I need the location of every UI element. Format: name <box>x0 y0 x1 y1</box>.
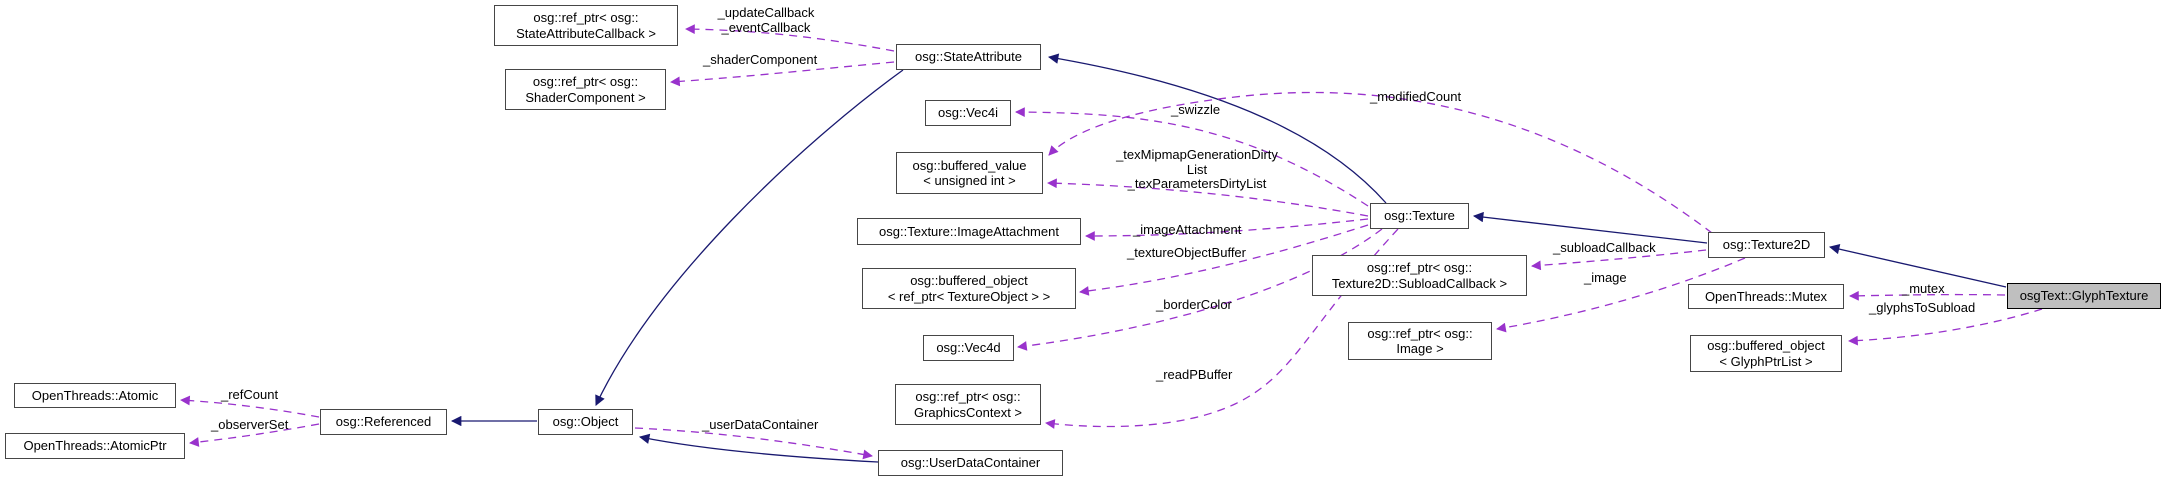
node-stateattribute[interactable]: osg::StateAttribute <box>896 44 1041 70</box>
edge-label-glyphstosubload: _glyphsToSubload <box>1869 300 1976 315</box>
node-buffered-value-uint[interactable]: osg::buffered_value < unsigned int > <box>896 152 1043 194</box>
edge-label-observerset: _observerSet <box>211 417 289 432</box>
node-openthreads-atomic[interactable]: OpenThreads::Atomic <box>14 383 176 408</box>
edge-stateattribute-shadercomponent <box>670 61 895 87</box>
node-buffered-object-glyphptrlist[interactable]: osg::buffered_object < GlyphPtrList > <box>1690 335 1842 372</box>
edge-label-textureobjectbuffer: _textureObjectBuffer <box>1127 245 1246 260</box>
edge-label-swizzle: _swizzle <box>1171 102 1221 117</box>
edge-label-dirtylists: _texMipmapGenerationDirty List _texParam… <box>1116 147 1278 191</box>
edge-label-userdatacontainer: _userDataContainer <box>702 417 819 432</box>
edge-glyphtexture-glyphstosubload <box>1848 308 2043 346</box>
node-ref-ptr-stateattributecallback[interactable]: osg::ref_ptr< osg:: StateAttributeCallba… <box>494 5 678 46</box>
node-openthreads-mutex[interactable]: OpenThreads::Mutex <box>1688 284 1844 309</box>
edge-label-shadercomponent: _shaderComponent <box>703 52 818 67</box>
node-glyphtexture-highlighted[interactable]: osgText::GlyphTexture <box>2007 283 2161 309</box>
edge-texture-swizzle <box>1015 107 1369 207</box>
node-object[interactable]: osg::Object <box>538 409 633 435</box>
node-buffered-object-textureobject[interactable]: osg::buffered_object < ref_ptr< TextureO… <box>862 268 1076 309</box>
edge-texture2d-image <box>1496 257 1746 333</box>
node-vec4d[interactable]: osg::Vec4d <box>923 335 1014 361</box>
edge-texture-bordercolor <box>1017 228 1383 351</box>
edge-label-image: _image <box>1584 270 1627 285</box>
edge-label-bordercolor: _borderColor <box>1156 297 1232 312</box>
node-texture-imageattachment[interactable]: osg::Texture::ImageAttachment <box>857 218 1081 245</box>
edge-glyphtexture-mutex <box>1849 290 2006 301</box>
node-ref-ptr-image[interactable]: osg::ref_ptr< osg:: Image > <box>1348 322 1492 360</box>
node-vec4i[interactable]: osg::Vec4i <box>925 100 1011 126</box>
edge-label-modifiedcount: _modifiedCount <box>1370 89 1462 104</box>
edge-object-userdatacontainer <box>634 427 873 460</box>
edge-label-readpbuffer: _readPBuffer <box>1156 367 1233 382</box>
node-userdatacontainer[interactable]: osg::UserDataContainer <box>878 450 1063 476</box>
edge-glyphtexture-to-texture2d <box>1828 244 2007 288</box>
edge-texture-dirtylists <box>1047 178 1369 217</box>
node-ref-ptr-subloadcallback[interactable]: osg::ref_ptr< osg:: Texture2D::SubloadCa… <box>1312 255 1527 296</box>
edge-texture-textureobjectbuffer <box>1079 224 1369 296</box>
edge-referenced-refcount <box>180 395 320 418</box>
node-ref-ptr-graphicscontext[interactable]: osg::ref_ptr< osg:: GraphicsContext > <box>895 384 1041 425</box>
edge-stateattribute-updatecallback <box>685 24 895 52</box>
node-texture2d[interactable]: osg::Texture2D <box>1708 232 1825 258</box>
edge-userdatacontainer-to-object <box>638 433 879 463</box>
edge-texture2d-to-texture <box>1472 211 1708 244</box>
edge-label-updatecallback-eventcallback: _updateCallback _eventCallback <box>717 5 815 35</box>
edge-label-subloadcallback: _subloadCallback <box>1553 240 1656 255</box>
edge-referenced-observerset <box>189 423 320 447</box>
edge-label-refcount: _refCount <box>221 387 279 402</box>
edge-texture-to-stateattribute <box>1047 53 1387 204</box>
node-ref-ptr-shadercomponent[interactable]: osg::ref_ptr< osg:: ShaderComponent > <box>505 69 666 110</box>
edge-stateattribute-to-object <box>595 69 904 406</box>
edge-texture-readpbuffer <box>1045 228 1399 429</box>
node-referenced[interactable]: osg::Referenced <box>320 409 447 435</box>
edge-texture2d-modifiedcount <box>1048 91 1713 234</box>
edge-texture-imageattachment <box>1085 218 1369 241</box>
edge-label-imageattachment: _imageAttachment <box>1133 222 1242 237</box>
node-texture[interactable]: osg::Texture <box>1370 203 1469 229</box>
edge-texture2d-subloadcallback <box>1531 249 1707 271</box>
node-openthreads-atomicptr[interactable]: OpenThreads::AtomicPtr <box>5 433 185 459</box>
edge-label-mutex: _mutex <box>1902 281 1945 296</box>
